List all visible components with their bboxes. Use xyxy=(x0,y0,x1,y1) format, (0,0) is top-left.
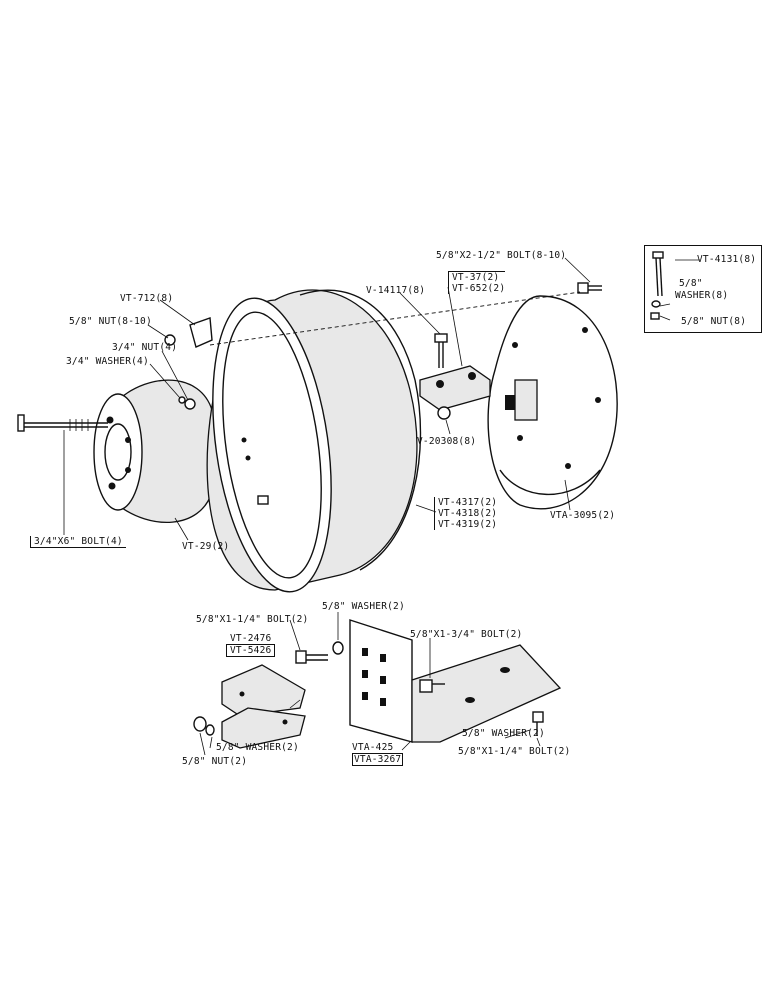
bracket-vt712 xyxy=(189,317,213,348)
center-disc xyxy=(487,295,618,510)
bolt-5-8x1-1-4 xyxy=(295,650,328,664)
label-nut-3-4: 3/4" NUT(4) xyxy=(112,342,178,353)
label-nut-5-8-b: 5/8" NUT(2) xyxy=(182,756,248,767)
label-vt4318: VT-4318(2) xyxy=(438,508,498,519)
nut-3-4 xyxy=(184,398,196,410)
nut-5-8-b xyxy=(193,716,207,732)
label-legend-vt4131: VT-4131(8) xyxy=(697,254,757,265)
assembly-axis-line xyxy=(209,291,581,346)
nut-v20308 xyxy=(437,406,451,420)
bracket-plates xyxy=(221,664,306,749)
label-vt4319: VT-4319(2) xyxy=(438,519,498,530)
label-bolt-5-8x2-1-2: 5/8"X2-1/2" BOLT(8-10) xyxy=(436,250,567,261)
label-vt4317: VT-4317(2) xyxy=(438,497,498,508)
label-vta3095: VTA-3095(2) xyxy=(550,510,616,521)
label-legend-washer: WASHER(8) xyxy=(675,290,729,301)
label-bolt-5-8x1-1-4-b: 5/8"X1-1/4" BOLT(2) xyxy=(458,746,571,757)
label-angle-bracket: VTA-425 VTA-3267 xyxy=(352,742,404,766)
label-legend-washer-size: 5/8" xyxy=(679,278,703,289)
legend-parts xyxy=(650,251,664,320)
bolt-5-8x1-1-4-b xyxy=(532,711,544,736)
label-vt37-vt652: VT-37(2) VT-652(2) xyxy=(448,271,506,294)
label-v20308: V-20308(8) xyxy=(417,436,477,447)
label-washer-3-4: 3/4" WASHER(4) xyxy=(66,356,149,367)
label-washer-5-8-b: 5/8" WASHER(2) xyxy=(216,742,299,753)
bolt-5-8x2-1-2 xyxy=(577,282,602,294)
angle-bracket xyxy=(349,619,562,743)
label-bolt-3-4x6: 3/4"X6" BOLT(4) xyxy=(30,536,126,548)
label-legend-nut: 5/8" NUT(8) xyxy=(681,316,747,327)
label-bracket-plates: VT-2476 VT-5426 xyxy=(226,633,276,657)
wheel-rim xyxy=(206,289,422,593)
washer-5-8-b xyxy=(205,724,215,736)
label-vta3267: VTA-3267 xyxy=(352,753,404,766)
label-vt2476: VT-2476 xyxy=(230,633,272,644)
washer-5-8 xyxy=(332,641,344,655)
washer-3-4 xyxy=(178,396,186,404)
bolt-3-4x6 xyxy=(17,414,108,432)
label-bolt-5-8x1-1-4-a: 5/8"X1-1/4" BOLT(2) xyxy=(196,614,309,625)
leader-lines xyxy=(63,257,700,756)
clamp-block xyxy=(419,365,491,411)
label-nut-5-8: 5/8" NUT(8-10) xyxy=(69,316,152,327)
label-bolt-5-8x1-3-4: 5/8"X1-3/4" BOLT(2) xyxy=(410,629,523,640)
label-vt712: VT-712(8) xyxy=(120,293,174,304)
label-washer-5-8-a: 5/8" WASHER(2) xyxy=(322,601,405,612)
legend-box: VT-4131(8) 5/8" WASHER(8) 5/8" NUT(8) xyxy=(644,245,762,333)
label-vt5426: VT-5426 xyxy=(226,644,276,657)
label-vt29: VT-29(2) xyxy=(182,541,230,552)
label-vt652: VT-652(2) xyxy=(452,283,506,294)
label-vt37: VT-37(2) xyxy=(452,272,500,283)
label-rim-parts: VT-4317(2) VT-4318(2) VT-4319(2) xyxy=(434,497,497,530)
bolt-5-8x1-3-4 xyxy=(419,679,445,693)
label-washer-5-8-c: 5/8" WASHER(2) xyxy=(462,728,545,739)
bolt-v14117 xyxy=(434,333,448,368)
label-vta425: VTA-425 xyxy=(352,742,394,753)
label-v14117: V-14117(8) xyxy=(366,285,426,296)
